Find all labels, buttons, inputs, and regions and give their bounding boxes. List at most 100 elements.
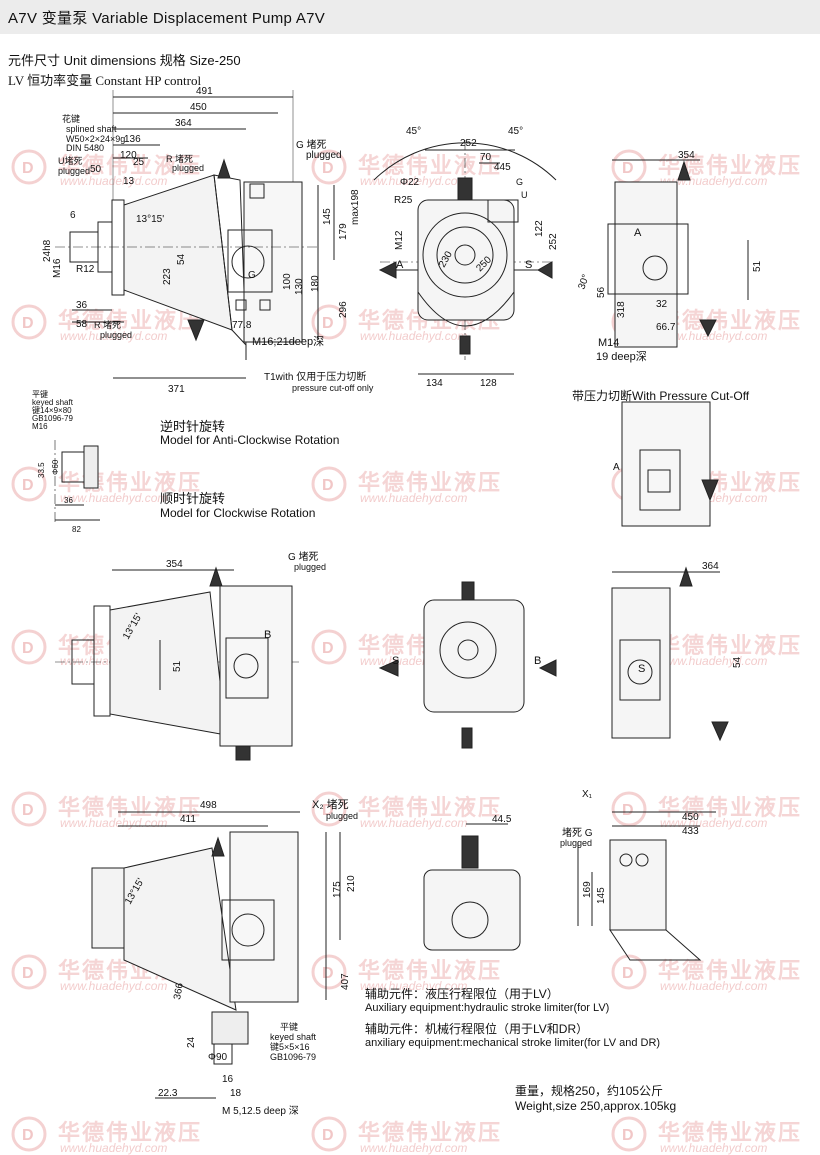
aux2-title-en: anxiliary equipment:mechanical stroke li…: [365, 1037, 661, 1049]
svg-text:179: 179: [338, 223, 349, 240]
svg-text:D: D: [622, 802, 634, 819]
svg-text:136: 136: [124, 134, 141, 145]
svg-text:22.3: 22.3: [158, 1088, 178, 1099]
svg-text:D: D: [622, 965, 634, 982]
control-block: [243, 181, 303, 343]
side-view-right-mid: 364 54 S: [611, 561, 743, 742]
watermark-url: www.huadehyd.com: [360, 491, 468, 505]
svg-text:D: D: [322, 640, 334, 657]
svg-text:plugged: plugged: [326, 811, 358, 821]
svg-text:plugged: plugged: [100, 330, 132, 340]
svg-text:U: U: [521, 190, 528, 200]
svg-text:24: 24: [186, 1036, 197, 1048]
watermark-url: www.huadehyd.com: [360, 329, 468, 343]
svg-text:51: 51: [172, 660, 183, 672]
svg-text:180: 180: [310, 275, 321, 292]
svg-text:6: 6: [70, 210, 76, 221]
svg-text:splined shaft: splined shaft: [66, 124, 117, 134]
watermark-logo-icon: D: [610, 953, 648, 991]
dim-text-top: 491 450 364 136 120 25 50 13 6 24h8 M16 …: [42, 86, 361, 395]
svg-text:pressure cut-off only: pressure cut-off only: [292, 383, 374, 393]
dim-text-bottom: 498 411 X₂ 堵死 plugged 210 175 407 13°15'…: [123, 797, 358, 1117]
svg-text:B: B: [534, 655, 541, 667]
watermark-brand: 华德伟业液压: [358, 1120, 503, 1145]
svg-text:S: S: [525, 259, 532, 271]
watermark-logo-icon: D: [10, 1115, 48, 1153]
svg-text:296: 296: [338, 301, 349, 318]
watermark-brand: 华德伟业液压: [58, 795, 203, 820]
watermark-logo-icon: D: [310, 148, 348, 186]
watermark-logo-icon: D: [310, 465, 348, 503]
svg-text:364: 364: [702, 561, 719, 572]
svg-text:D: D: [22, 965, 34, 982]
svg-text:键14×9×80: 键14×9×80: [32, 405, 72, 415]
watermark-brand: 华德伟业液压: [358, 795, 503, 820]
svg-text:58: 58: [76, 319, 88, 330]
watermark-brand: 华德伟业液压: [658, 795, 803, 820]
svg-text:平键: 平键: [32, 389, 48, 399]
svg-text:223: 223: [162, 268, 173, 285]
svg-text:U堵死: U堵死: [58, 155, 83, 166]
svg-text:16: 16: [222, 1074, 234, 1085]
dim-text-right: 354 51 30° 56 318 32 66.7 A M14 19 deep深: [576, 150, 763, 363]
svg-text:M16: M16: [32, 422, 48, 431]
svg-text:D: D: [322, 315, 334, 332]
svg-text:407: 407: [340, 973, 351, 990]
watermark-logo-icon: D: [10, 148, 48, 186]
svg-text:平键: 平键: [280, 1021, 298, 1032]
svg-text:W50×2×24×9g: W50×2×24×9g: [66, 134, 125, 144]
svg-text:keyed shaft: keyed shaft: [32, 398, 74, 407]
aux1-title-en: Auxiliary equipment:hydraulic stroke lim…: [365, 1002, 610, 1014]
watermark-brand: 华德伟业液压: [58, 308, 203, 333]
keyed-shaft-text: 平键 keyed shaft 键14×9×80 GB1096-79 M16 33…: [32, 389, 81, 534]
side-view-top: [55, 90, 335, 379]
svg-text:max198: max198: [350, 189, 361, 225]
watermark-brand: 华德伟业液压: [658, 1120, 803, 1145]
svg-text:120: 120: [120, 150, 137, 161]
dim-text-right-bottom: X₁ 450 433 堵死 G plugged 169 145: [560, 789, 699, 904]
svg-text:D: D: [622, 1127, 634, 1144]
svg-text:491: 491: [196, 86, 213, 97]
svg-text:plugged: plugged: [58, 166, 90, 176]
svg-text:G 堵死: G 堵死: [288, 550, 319, 563]
svg-text:M16: M16: [52, 258, 63, 278]
unit-dimensions-subtitle: 元件尺寸 Unit dimensions 规格 Size-250: [8, 53, 241, 68]
aux2-title-cn: 辅助元件：机械行程限位（用于LV和DR）: [365, 1022, 589, 1036]
cw-title-en: Model for Clockwise Rotation: [160, 506, 316, 520]
svg-text:122: 122: [534, 220, 545, 237]
svg-text:145: 145: [322, 208, 333, 225]
watermark-brand: 华德伟业液压: [358, 153, 503, 178]
svg-text:51: 51: [752, 260, 763, 272]
svg-text:450: 450: [682, 812, 699, 823]
watermark-brand: 华德伟业液压: [58, 153, 203, 178]
svg-text:66.7: 66.7: [656, 322, 676, 333]
svg-text:44.5: 44.5: [492, 814, 512, 825]
watermark-logo-icon: D: [10, 628, 48, 666]
svg-text:D: D: [322, 160, 334, 177]
watermark-url: www.huadehyd.com: [660, 1141, 768, 1155]
front-view-top: [373, 140, 557, 375]
svg-text:X₂ 堵死: X₂ 堵死: [312, 797, 349, 811]
svg-text:128: 128: [480, 378, 497, 389]
watermark-url: www.huadehyd.com: [360, 174, 468, 188]
svg-text:445: 445: [494, 162, 511, 173]
svg-text:键5×5×16: 键5×5×16: [270, 1041, 310, 1052]
svg-text:364: 364: [175, 118, 192, 129]
svg-text:82: 82: [72, 525, 81, 534]
svg-text:A: A: [613, 462, 620, 473]
svg-text:134: 134: [426, 378, 443, 389]
svg-text:D: D: [22, 315, 34, 332]
svg-text:36: 36: [64, 496, 73, 505]
svg-text:D: D: [322, 1127, 334, 1144]
watermark-url: www.huadehyd.com: [360, 1141, 468, 1155]
svg-text:M14: M14: [598, 337, 619, 349]
svg-text:252: 252: [548, 233, 559, 250]
watermark-url: www.huadehyd.com: [660, 329, 768, 343]
side-view-mid: [55, 566, 300, 761]
cutoff-view: A: [613, 401, 719, 527]
svg-text:54: 54: [176, 253, 187, 265]
watermark-logo-icon: D: [310, 790, 348, 828]
svg-text:210: 210: [346, 875, 357, 892]
labels-top: 花键 splined shaft W50×2×24×9g DIN 5480 U堵…: [58, 113, 374, 393]
